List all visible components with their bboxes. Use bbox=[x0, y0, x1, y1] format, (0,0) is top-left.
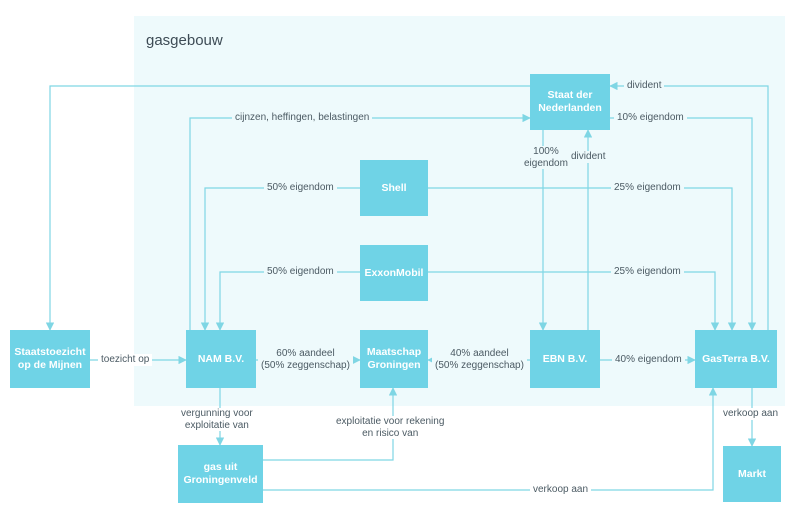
node-markt: Markt bbox=[723, 446, 781, 502]
label-ebn-gasterra: 40% eigendom bbox=[612, 354, 685, 366]
label-verkoop-gasveld: verkoop aan bbox=[530, 484, 592, 496]
edge-shell-gasterra bbox=[428, 187, 737, 331]
edge-nam-cijnzen-staat bbox=[189, 113, 531, 330]
label-vergunning: vergunning voor exploitatie van bbox=[178, 408, 256, 431]
node-ebn: EBN B.V. bbox=[530, 330, 600, 388]
label-shell-50: 50% eigendom bbox=[264, 182, 337, 194]
edge-staat-gasterra bbox=[610, 117, 757, 331]
node-nam: NAM B.V. bbox=[186, 330, 256, 388]
edge-staat-sodm bbox=[45, 85, 530, 331]
label-exxon-25: 25% eigendom bbox=[611, 266, 684, 278]
node-gas-uit-groningenveld: gas uit Groningenveld bbox=[178, 445, 263, 503]
label-divident-top: divident bbox=[624, 80, 665, 92]
edge-gasveld-gasterra bbox=[263, 387, 718, 491]
node-shell: Shell bbox=[360, 160, 428, 216]
label-divident-mid: divident bbox=[568, 151, 609, 163]
label-exploitatie: exploitatie voor rekening en risico van bbox=[333, 416, 448, 439]
label-toezicht: toezicht op bbox=[98, 354, 153, 366]
label-cijnzen: cijnzen, heffingen, belastingen bbox=[232, 112, 373, 124]
label-ebn-aandeel: 40% aandeel (50% zeggenschap) bbox=[432, 348, 527, 371]
label-exxon-50: 50% eigendom bbox=[264, 266, 337, 278]
edge-exxon-gasterra bbox=[428, 271, 720, 331]
edge-shell-nam bbox=[200, 187, 360, 331]
node-gasterra: GasTerra B.V. bbox=[695, 330, 777, 388]
edge-exxon-nam bbox=[215, 271, 360, 331]
label-10-eigendom: 10% eigendom bbox=[614, 112, 687, 124]
node-exxonmobil: ExxonMobil bbox=[360, 245, 428, 301]
node-maatschap-groningen: Maatschap Groningen bbox=[360, 330, 428, 388]
label-nam-aandeel: 60% aandeel (50% zeggenschap) bbox=[258, 348, 353, 371]
label-100-eigendom: 100% eigendom bbox=[521, 146, 571, 169]
region-title: gasgebouw bbox=[146, 32, 223, 49]
label-shell-25: 25% eigendom bbox=[611, 182, 684, 194]
node-staatstoezicht: Staatstoezicht op de Mijnen bbox=[10, 330, 90, 388]
label-verkoop-markt: verkoop aan bbox=[720, 408, 782, 420]
node-staat-der-nederlanden: Staat der Nederlanden bbox=[530, 74, 610, 130]
edge-gasveld-maatschap bbox=[263, 387, 398, 461]
